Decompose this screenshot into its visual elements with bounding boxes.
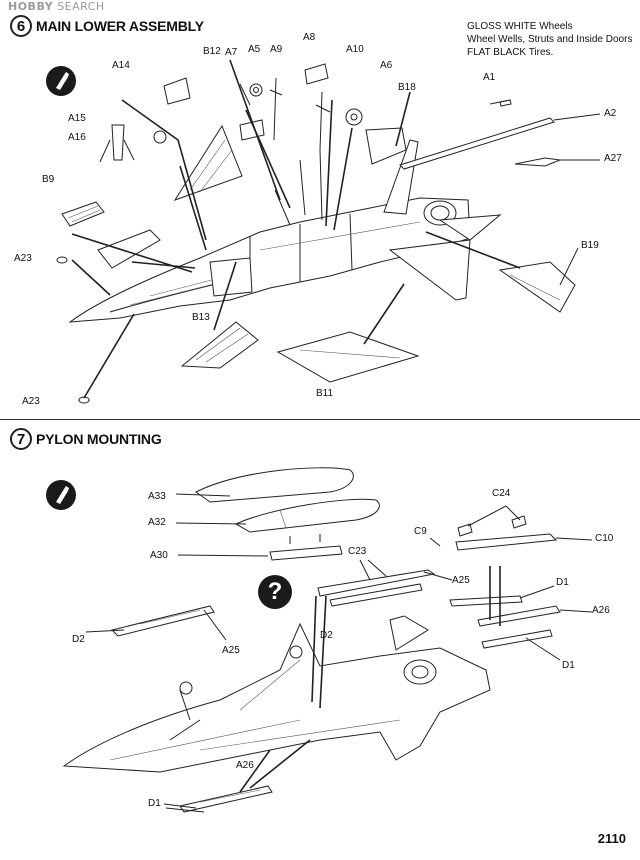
page-number: 2110 bbox=[597, 831, 626, 846]
label-b13: B13 bbox=[192, 312, 210, 323]
label-a27: A27 bbox=[604, 153, 622, 164]
label-a26-bottom: A26 bbox=[236, 760, 254, 771]
step-number: 6 bbox=[10, 15, 32, 37]
label-a32: A32 bbox=[148, 517, 166, 528]
label-b11: B11 bbox=[316, 388, 334, 399]
step-title: PYLON MOUNTING bbox=[36, 431, 162, 447]
label-a33: A33 bbox=[148, 491, 166, 502]
leader-lines bbox=[71, 59, 601, 399]
step-6-header: 6 MAIN LOWER ASSEMBLY bbox=[10, 15, 204, 37]
part-a25-left bbox=[111, 605, 215, 637]
cement-icon bbox=[46, 66, 76, 96]
step-7-header: 7 PYLON MOUNTING bbox=[10, 428, 162, 450]
cement-icon bbox=[46, 480, 76, 510]
part-b9 bbox=[61, 201, 105, 227]
label-b9: B9 bbox=[42, 174, 55, 185]
part-a30-pylon bbox=[269, 545, 343, 561]
label-d1-right-2: D1 bbox=[562, 660, 575, 671]
part-a8 bbox=[304, 63, 329, 85]
watermark: HOBBY SEARCH bbox=[8, 0, 105, 13]
label-a9: A9 bbox=[270, 44, 283, 55]
part-b10 bbox=[97, 229, 161, 269]
label-a23-upper: A23 bbox=[14, 253, 32, 264]
label-a5: A5 bbox=[248, 44, 261, 55]
leader-lines bbox=[85, 493, 593, 813]
label-a14: A14 bbox=[112, 60, 130, 71]
part-b11 bbox=[276, 331, 420, 383]
part-a15-gear bbox=[111, 124, 125, 161]
part-a23-upper bbox=[56, 256, 68, 264]
label-d1-right: D1 bbox=[556, 577, 569, 588]
label-a8: A8 bbox=[303, 32, 316, 43]
vertical-tail-top bbox=[389, 615, 429, 651]
label-b18: B18 bbox=[398, 82, 416, 93]
label-a23-lower: A23 bbox=[22, 396, 40, 407]
step-number: 7 bbox=[10, 428, 32, 450]
label-a2: A2 bbox=[604, 108, 617, 119]
part-b12 bbox=[173, 124, 243, 201]
label-d1-bottom: D1 bbox=[148, 798, 161, 809]
part-c23-missile bbox=[317, 569, 436, 597]
aircraft-top bbox=[62, 622, 491, 773]
label-d2-center: D2 bbox=[320, 630, 333, 641]
wing-right bbox=[388, 239, 471, 301]
label-a30: A30 bbox=[150, 550, 168, 561]
part-b18 bbox=[365, 127, 407, 165]
part-a2 bbox=[399, 117, 555, 170]
question-mark-icon: ? bbox=[258, 575, 292, 609]
label-a25-left: A25 bbox=[222, 645, 240, 656]
label-c10: C10 bbox=[595, 533, 614, 544]
label-b12: B12 bbox=[203, 46, 221, 57]
part-a32-tank bbox=[234, 498, 380, 533]
label-c24: C24 bbox=[492, 488, 511, 499]
step-7-diagram bbox=[62, 467, 593, 813]
part-a14 bbox=[163, 77, 191, 105]
label-a26-right: A26 bbox=[592, 605, 610, 616]
part-a27 bbox=[514, 157, 562, 167]
label-c9: C9 bbox=[414, 526, 427, 537]
label-d2-left: D2 bbox=[72, 634, 85, 645]
part-d1-missile bbox=[449, 595, 523, 607]
stabilizer bbox=[438, 214, 502, 241]
label-a25-right: A25 bbox=[452, 575, 470, 586]
label-b19: B19 bbox=[581, 240, 599, 251]
label-a1: A1 bbox=[483, 72, 496, 83]
label-a10: A10 bbox=[346, 44, 364, 55]
label-a7: A7 bbox=[225, 47, 238, 58]
section-divider bbox=[0, 419, 640, 420]
part-b13 bbox=[180, 321, 259, 369]
vertical-tail bbox=[383, 139, 419, 215]
part-b19 bbox=[498, 261, 576, 313]
part-c9-pylon bbox=[455, 533, 558, 551]
label-a16: A16 bbox=[68, 132, 86, 143]
label-a15: A15 bbox=[68, 113, 86, 124]
step-title: MAIN LOWER ASSEMBLY bbox=[36, 18, 204, 34]
label-a6: A6 bbox=[380, 60, 393, 71]
part-a33-tank bbox=[195, 467, 354, 503]
label-c23: C23 bbox=[348, 546, 367, 557]
part-a26-right bbox=[477, 605, 561, 627]
paint-note: GLOSS WHITE Wheels Wheel Wells, Struts a… bbox=[467, 21, 633, 58]
step-6-diagram bbox=[56, 59, 601, 404]
